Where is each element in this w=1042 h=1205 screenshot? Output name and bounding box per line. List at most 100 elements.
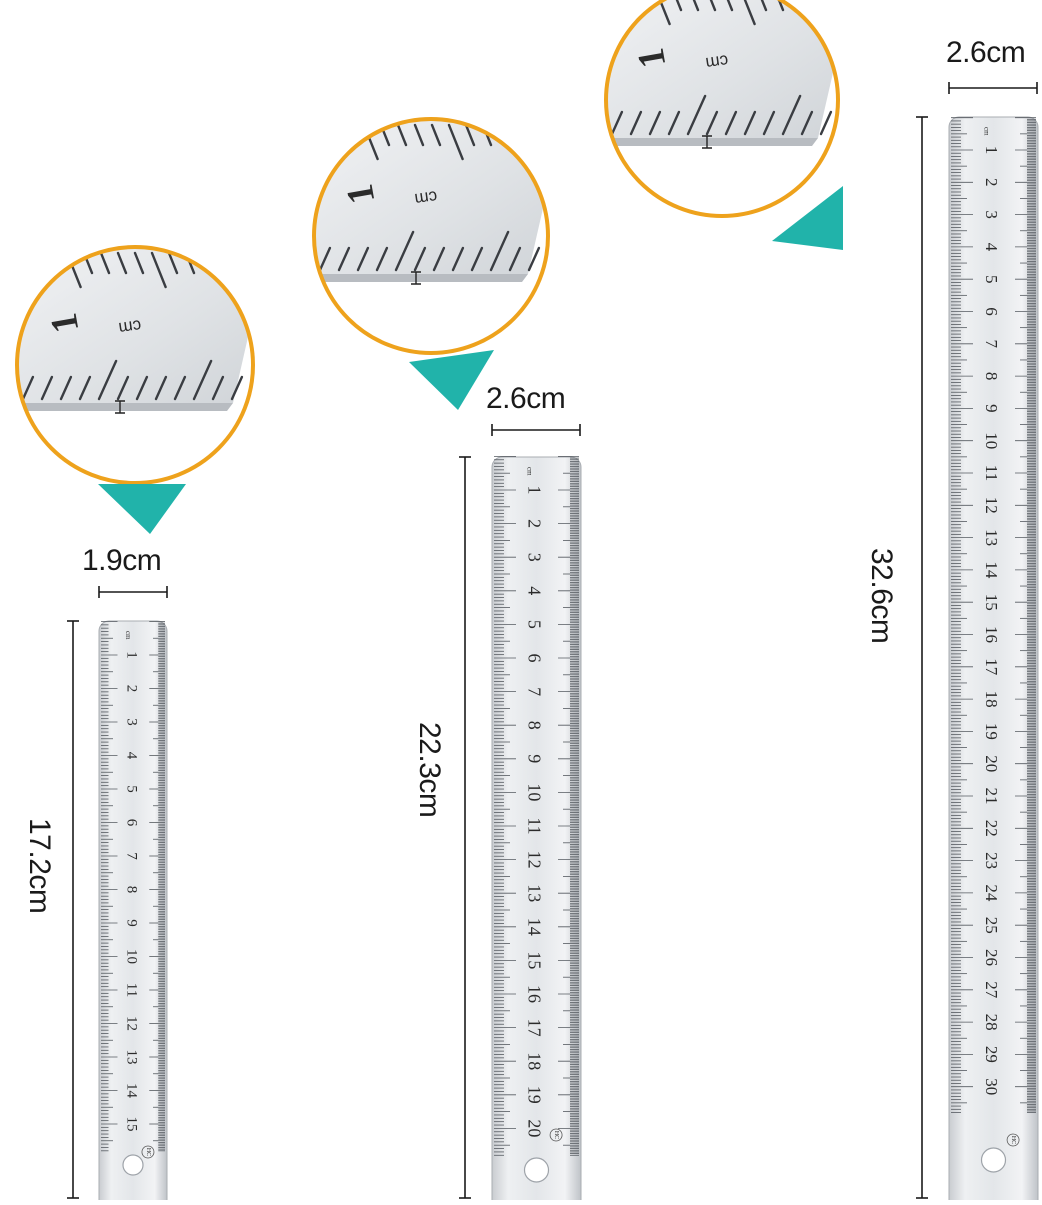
small-ruler-number: 15 <box>124 1117 140 1132</box>
large-callout-ring <box>604 0 840 218</box>
medium-ruler-number: 11 <box>525 817 545 834</box>
large-ruler: cm12345678910111213141516171819202122232… <box>948 116 1039 1205</box>
large-ruler-number: 17 <box>982 658 1001 676</box>
medium-thickness-marker <box>411 271 421 285</box>
large-ruler-number: 9 <box>982 404 1001 413</box>
large-ruler-body <box>948 116 1039 1205</box>
large-ruler-number: 19 <box>982 723 1001 740</box>
medium-ruler-number: 18 <box>525 1052 545 1070</box>
large-ruler-number: 29 <box>982 1046 1001 1063</box>
small-ruler-number: 5 <box>124 785 140 793</box>
small-callout-plate <box>17 247 253 403</box>
medium-ruler-width-label: 2.6cm <box>486 382 566 415</box>
large-ruler-number: 3 <box>982 210 1001 219</box>
small-logo: HC <box>145 1148 151 1156</box>
large-ruler-number: 21 <box>982 788 1001 805</box>
large-ruler-ticks <box>951 117 1036 1113</box>
large-ruler-number: 20 <box>982 755 1001 772</box>
small-callout-pointer <box>98 484 186 534</box>
large-ruler-number: 10 <box>982 432 1001 449</box>
medium-ruler-number: 7 <box>525 687 545 696</box>
large-ruler-number: 18 <box>982 691 1001 708</box>
medium-logo: HC <box>553 1131 559 1139</box>
medium-ruler-number: 13 <box>525 884 545 902</box>
large-callout-unit: cm <box>704 51 729 73</box>
small-ruler-number: 6 <box>124 819 140 827</box>
small-ruler-number: 2 <box>124 685 140 693</box>
medium-ruler-ticks <box>494 455 579 1156</box>
medium-ruler-number: 12 <box>525 851 545 869</box>
small-ruler-length-label: 17.2cm <box>23 818 56 914</box>
large-ruler-number: 25 <box>982 917 1001 934</box>
small-ruler-number: 14 <box>124 1083 140 1099</box>
medium-callout-plate <box>314 119 548 274</box>
small-ruler-number: 13 <box>124 1050 140 1065</box>
large-ruler-number: 22 <box>982 820 1001 837</box>
medium-logo-mark <box>549 1128 563 1142</box>
large-ruler-number: 24 <box>982 884 1001 902</box>
medium-ruler-number: 5 <box>525 620 545 629</box>
large-unit-mark: cm <box>983 127 991 136</box>
small-unit-mark: cm <box>124 631 132 640</box>
medium-ruler-number: 6 <box>525 654 545 663</box>
large-dimension-lines <box>916 82 1038 1199</box>
large-ruler-number: 27 <box>982 981 1001 999</box>
large-ruler-number: 13 <box>982 529 1001 546</box>
medium-ruler-number: 14 <box>525 918 545 936</box>
large-callout-pointer <box>772 186 843 250</box>
small-ruler-number: 3 <box>124 718 140 726</box>
large-ruler-number: 2 <box>982 178 1001 187</box>
medium-ruler-number: 19 <box>525 1086 545 1104</box>
medium-dimension-lines <box>459 424 581 1199</box>
medium-ruler-number: 4 <box>525 586 545 595</box>
large-ruler-number: 7 <box>982 340 1001 349</box>
medium-ruler-number: 17 <box>525 1019 545 1037</box>
large-ruler-width-label: 2.6cm <box>946 36 1026 69</box>
large-logo-mark <box>1006 1133 1020 1147</box>
small-ruler-number: 8 <box>124 886 140 894</box>
medium-callout-unit: cm <box>413 187 438 209</box>
medium-hang-hole <box>523 1157 550 1183</box>
medium-ruler-body <box>491 456 582 1205</box>
medium-ruler-number: 2 <box>525 519 545 528</box>
small-ruler-number: 1 <box>124 651 140 659</box>
medium-ruler-length-label: 22.3cm <box>413 722 446 818</box>
medium-unit-mark: cm <box>526 467 534 476</box>
large-ruler-number: 15 <box>982 594 1001 611</box>
small-ruler-width-label: 1.9cm <box>82 544 162 577</box>
large-ruler-number: 28 <box>982 1014 1001 1031</box>
large-ruler-number: 16 <box>982 626 1001 643</box>
small-ruler-number: 10 <box>124 949 140 964</box>
large-ruler-number: 12 <box>982 497 1001 514</box>
medium-ruler-number: 8 <box>525 721 545 730</box>
medium-ruler-number: 3 <box>525 553 545 562</box>
large-ruler-number: 6 <box>982 307 1001 316</box>
medium-ruler-number: 15 <box>525 951 545 969</box>
small-hang-hole <box>122 1154 144 1176</box>
small-ruler-number: 11 <box>124 983 140 997</box>
small-callout-ring <box>15 245 255 485</box>
small-logo-mark <box>141 1145 155 1159</box>
medium-callout-ring <box>312 117 550 355</box>
small-dimension-lines <box>67 586 168 1199</box>
large-ruler-number: 4 <box>982 243 1001 252</box>
small-callout-unit: cm <box>117 316 142 338</box>
large-ruler-number: 5 <box>982 275 1001 284</box>
large-ruler-number: 11 <box>982 465 1001 481</box>
large-ruler-length-label: 32.6cm <box>865 548 898 644</box>
large-ruler-number: 26 <box>982 949 1001 966</box>
large-ruler-number: 14 <box>982 561 1001 579</box>
medium-ruler-number: 16 <box>525 985 545 1003</box>
small-ruler-number: 7 <box>124 852 140 860</box>
large-logo: HC <box>1010 1136 1016 1144</box>
medium-ruler-number: 10 <box>525 783 545 801</box>
large-ruler-number: 23 <box>982 852 1001 869</box>
